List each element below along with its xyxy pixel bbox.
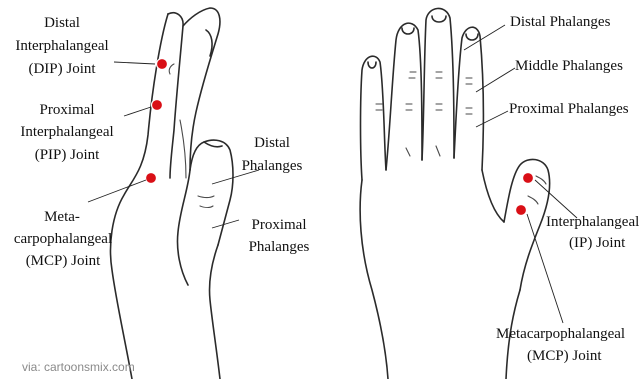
right-pinky-finger (361, 56, 387, 180)
left-thumb (190, 140, 233, 245)
labels: Distal Interphalangeal (DIP) Joint Proxi… (14, 14, 639, 374)
right-index-finger (454, 27, 483, 170)
right-ip-joint-marker (523, 173, 534, 184)
right-middle-finger (422, 8, 454, 160)
thumb-distal-label-line2: Phalanges (242, 158, 303, 174)
pip-joint-label-line3: (PIP) Joint (35, 147, 100, 163)
left-dip-joint-marker (157, 59, 168, 70)
ip-joint-label-line1: Interphalangeal (546, 214, 639, 230)
mcp-left-label-line1: Meta- (44, 209, 80, 225)
thumb-proximal-label-line1: Proximal (252, 217, 307, 233)
mcp-left-label-line3: (MCP) Joint (26, 253, 101, 269)
mcp-right-label-line2: (MCP) Joint (527, 348, 602, 364)
mcp-right-label-line1: Metacarpophalangeal (496, 326, 625, 342)
middle-phalanges-label: Middle Phalanges (515, 58, 623, 74)
left-pip-joint-marker (152, 100, 163, 111)
proximal-phalanges-label: Proximal Phalanges (509, 101, 629, 117)
dip-joint-label-line2: Interphalangeal (15, 38, 108, 54)
pip-joint-label-line2: Interphalangeal (20, 124, 113, 140)
thumb-proximal-label-line2: Phalanges (249, 239, 310, 255)
ip-joint-label-line2: (IP) Joint (569, 235, 626, 251)
dip-joint-label-line1: Distal (44, 15, 80, 31)
thumb-distal-label-line1: Distal (254, 135, 290, 151)
left-hand-side-view (111, 8, 234, 379)
left-index-finger (168, 13, 183, 178)
mcp-left-label-line2: carpophalangeal (14, 231, 112, 247)
source-credit: via: cartoonsmix.com (22, 360, 135, 374)
pip-joint-label-line1: Proximal (40, 102, 95, 118)
right-mcp-joint-marker (516, 205, 527, 216)
dip-joint-label-line3: (DIP) Joint (28, 61, 96, 77)
left-mcp-joint-marker (146, 173, 157, 184)
distal-phalanges-label: Distal Phalanges (510, 14, 611, 30)
right-ring-finger (386, 23, 422, 170)
